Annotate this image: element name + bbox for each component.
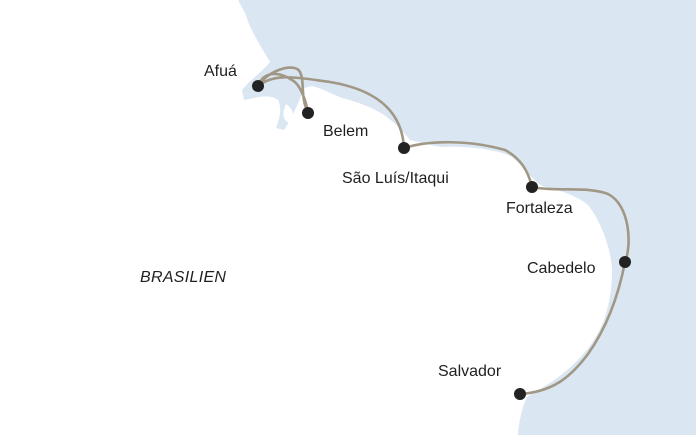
port-marker-salvador: [514, 388, 526, 400]
port-label-sao-luis: São Luís/Itaqui: [342, 170, 449, 187]
cruise-route-line: [256, 66, 630, 396]
port-label-afua: Afuá: [204, 63, 237, 80]
estuary-island: [283, 104, 294, 123]
port-label-belem: Belem: [323, 123, 368, 140]
port-label-fortaleza: Fortaleza: [506, 200, 573, 217]
estuary-island: [263, 99, 275, 109]
port-marker-fortaleza: [526, 181, 538, 193]
port-marker-afua: [252, 80, 264, 92]
port-marker-belem: [302, 107, 314, 119]
port-marker-sao-luis: [398, 142, 410, 154]
port-marker-cabedelo: [619, 256, 631, 268]
port-label-salvador: Salvador: [438, 363, 502, 380]
port-label-cabedelo: Cabedelo: [527, 260, 596, 277]
ocean-area: [238, 0, 696, 435]
region-label: BRASILIEN: [140, 269, 226, 286]
